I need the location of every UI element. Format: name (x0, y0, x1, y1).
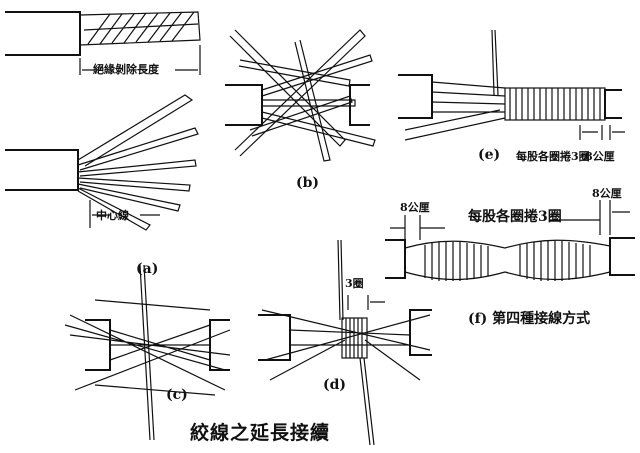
f-wrap-label: 每股各圈捲3圈 (468, 209, 562, 225)
f-mm-right-label: 8公厘 (592, 187, 622, 200)
figure-b-crossed-strands (225, 29, 376, 162)
strip-length-label: 絕緣剝除長度 (93, 63, 159, 76)
figure-c-crossed-splice (64, 264, 231, 441)
diagram-title: 絞線之延長接續 (190, 422, 331, 444)
center-wire-label: 中心線 (96, 209, 129, 222)
figure-d-wrapped-center (258, 239, 432, 446)
figure-a-fanned-strands (5, 94, 199, 231)
figure-a-stripped-cable (5, 11, 201, 75)
figure-f-caption: (f) 第四種接線方式 (468, 311, 591, 327)
figure-a-label: (a) (136, 261, 159, 277)
d-turns-label: 3圈 (345, 277, 364, 290)
e-wrap-label: 每股各圈捲3圈 (516, 150, 590, 163)
figure-b-label: (b) (296, 175, 320, 191)
e-mm-label: 8公厘 (585, 150, 615, 163)
figure-f-fourth-splice-method (385, 200, 635, 281)
figure-d-label: (d) (323, 377, 347, 393)
figure-e-wrapped-splice (398, 29, 625, 141)
figure-e-label: (e) (478, 147, 501, 163)
f-mm-left-label: 8公厘 (400, 201, 430, 214)
figure-c-label: (c) (166, 387, 188, 403)
